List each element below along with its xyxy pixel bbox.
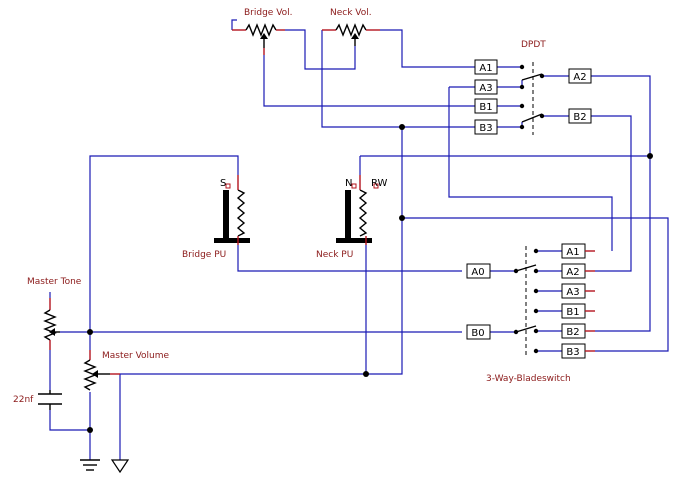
pin-rw-label: RW bbox=[371, 178, 388, 189]
junction-dot bbox=[399, 215, 405, 221]
wire-dpdt-b2-to-blade-a2 bbox=[591, 115, 632, 272]
wires bbox=[49, 19, 669, 460]
blade-pin-a2: A2 bbox=[561, 263, 586, 279]
blade-pin-boxes: A0 B0 A1 A2 A3 B1 B2 B3 bbox=[466, 243, 595, 359]
pin-label: B2 bbox=[566, 327, 579, 338]
pin-label: B0 bbox=[471, 328, 484, 339]
master-tone-pot bbox=[43, 298, 60, 350]
wire-cap-to-ground bbox=[49, 410, 90, 431]
pin-label: A2 bbox=[573, 72, 586, 83]
pin-label: B1 bbox=[566, 307, 579, 318]
ground-symbol bbox=[80, 459, 100, 471]
bridge-vol-label: Bridge Vol. bbox=[244, 8, 293, 18]
wire-a3-to-blade-a1 bbox=[448, 87, 613, 251]
neck-vol-label: Neck Vol. bbox=[330, 8, 372, 18]
junction-dot bbox=[399, 124, 405, 130]
dpdt-pin-a1: A1 bbox=[474, 59, 498, 75]
capacitor-22nf bbox=[38, 390, 62, 410]
bridge-pickup bbox=[214, 175, 250, 245]
pin-s-label: S bbox=[220, 178, 226, 189]
wire-bus-to-blade-b2 bbox=[595, 156, 651, 332]
pin-label: B3 bbox=[566, 347, 579, 358]
wire bbox=[231, 19, 237, 30]
dpdt-pin-a3: A3 bbox=[474, 79, 498, 95]
junction-dot bbox=[647, 153, 653, 159]
blade-pin-b3: B3 bbox=[561, 343, 586, 359]
blade-pin-a1: A1 bbox=[561, 243, 586, 259]
blade-pin-a0: A0 bbox=[466, 263, 491, 279]
wire-bridge-pu-top bbox=[89, 155, 239, 332]
wire bbox=[497, 80, 523, 88]
pin-label: A2 bbox=[566, 267, 579, 278]
dpdt-pin-b3: B3 bbox=[474, 119, 498, 135]
junction-dots bbox=[87, 124, 653, 433]
ground-triangle bbox=[110, 459, 130, 474]
dpdt-pin-b1: B1 bbox=[474, 98, 498, 114]
pin-label: B1 bbox=[479, 102, 492, 113]
pin-label: A0 bbox=[471, 267, 484, 278]
blade-switch-label: 3-Way-Bladeswitch bbox=[486, 374, 571, 384]
capacitor-label: 22nf bbox=[13, 395, 34, 405]
wire-neck-vol-to-b3 bbox=[321, 30, 475, 128]
master-tone-label: Master Tone bbox=[27, 277, 82, 287]
junction-dot bbox=[87, 427, 93, 433]
blade-switch bbox=[513, 246, 539, 358]
dpdt-pin-b2: B2 bbox=[568, 108, 592, 124]
wire-dpdt-a2 bbox=[591, 75, 651, 156]
bridge-vol-pot bbox=[232, 23, 285, 55]
wire-bridge-to-neck-vol bbox=[285, 29, 356, 70]
bridge-pu-label: Bridge PU bbox=[182, 250, 226, 260]
dpdt-pin-boxes: A1 A3 B1 B3 A2 B2 bbox=[474, 59, 592, 135]
junction-dot bbox=[363, 371, 369, 377]
labels: Bridge Vol. Neck Vol. DPDT Bridge PU Nec… bbox=[13, 8, 571, 405]
pin-label: A1 bbox=[479, 63, 492, 74]
wire-neck-vol-to-a1 bbox=[380, 29, 475, 68]
pin-label: A3 bbox=[566, 287, 579, 298]
wire bbox=[497, 122, 523, 128]
blade-pin-b0: B0 bbox=[466, 324, 491, 340]
neck-vol-pot bbox=[322, 23, 380, 46]
wire-bridge-vol-to-b1 bbox=[263, 55, 475, 107]
dpdt-label: DPDT bbox=[521, 40, 546, 50]
neck-pu-label: Neck PU bbox=[316, 250, 353, 260]
dpdt-pin-a2: A2 bbox=[568, 68, 592, 84]
master-volume-pot bbox=[83, 332, 120, 391]
pin-label: A1 bbox=[566, 247, 579, 258]
blade-pin-b2: B2 bbox=[561, 323, 586, 339]
blade-pin-b1: B1 bbox=[561, 303, 586, 319]
pin-label: B3 bbox=[479, 123, 492, 134]
pin-n-label: N bbox=[345, 178, 352, 189]
pin-label: A3 bbox=[479, 83, 492, 94]
dpdt-switch bbox=[519, 62, 545, 135]
wire-bridge-pu-to-a0 bbox=[237, 245, 462, 272]
neck-pickup bbox=[336, 156, 379, 245]
pin-label: B2 bbox=[573, 112, 586, 123]
blade-pin-a3: A3 bbox=[561, 283, 586, 299]
wire-to-blade-b3 bbox=[402, 217, 669, 352]
junction-dot bbox=[87, 329, 93, 335]
master-volume-label: Master Volume bbox=[102, 351, 170, 361]
wire-b3-node bbox=[366, 127, 403, 375]
